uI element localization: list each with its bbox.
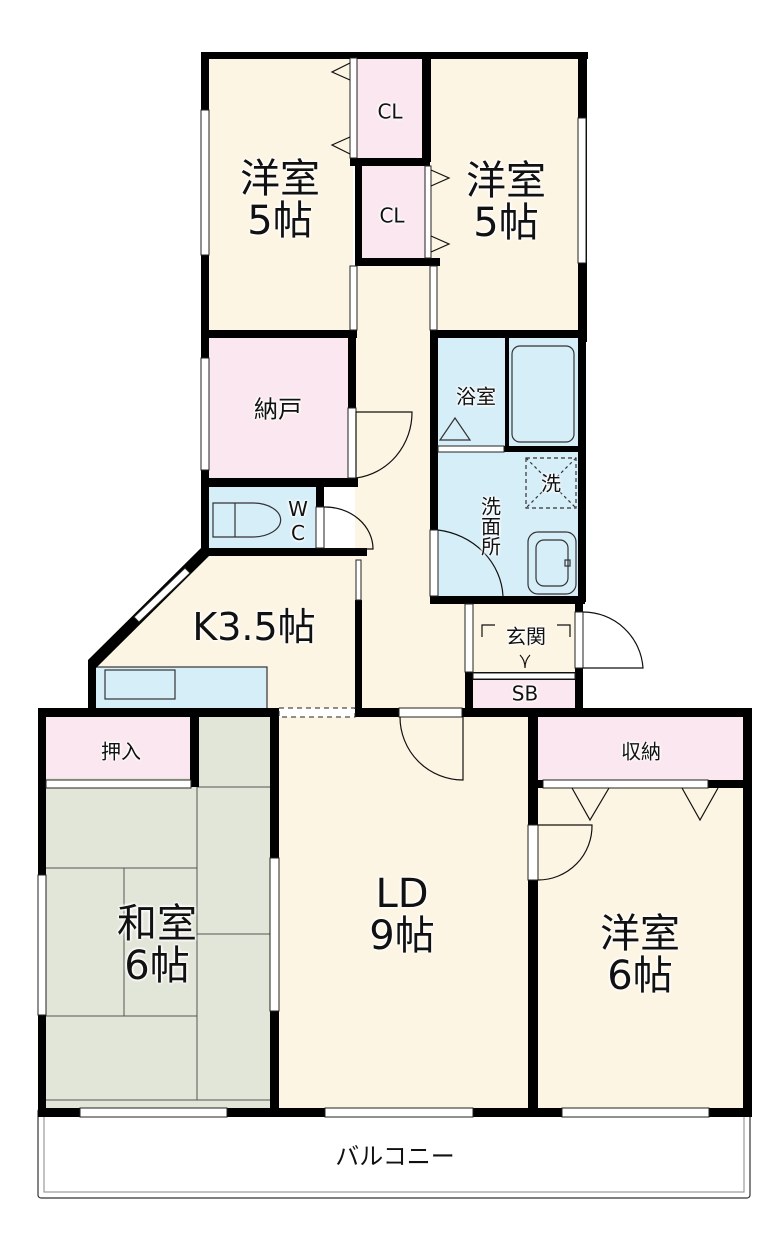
- room-label-western-nw: 洋室 5帖: [240, 156, 320, 244]
- room-label-balcony: バルコニー: [335, 1142, 455, 1171]
- windows: [37, 57, 710, 1118]
- room-label-closet-1: CL: [377, 99, 403, 124]
- room-label-entrance: 玄関: [506, 624, 546, 649]
- bathtub-icon: [511, 345, 575, 443]
- door-swings: [323, 62, 719, 881]
- washer-pan-icon: [525, 457, 577, 509]
- room-label-storeroom: 納戸: [254, 395, 302, 424]
- room-label-western-ne: 洋室 5帖: [466, 158, 546, 246]
- tatami-lines: [44, 786, 272, 1101]
- kitchen-counter-icon: [94, 666, 268, 710]
- kitchen-opening: [278, 707, 356, 718]
- room-label-kitchen: K3.5帖: [192, 605, 316, 650]
- room-label-toilet: WC: [286, 497, 310, 545]
- room-label-shoe-box: SB: [511, 681, 539, 706]
- toilet-icon: [212, 502, 282, 538]
- sink-icon: [527, 531, 577, 595]
- entrance-step: [472, 672, 576, 680]
- fixtures: [94, 345, 577, 710]
- room-label-washroom: 洗面所: [477, 496, 502, 556]
- kitchen-window: [133, 567, 191, 623]
- room-label-oshiire: 押入: [101, 739, 141, 764]
- balcony: [37, 1107, 751, 1199]
- room-label-western-se: 洋室 6帖: [600, 911, 680, 999]
- room-label-japanese-room: 和室 6帖: [117, 901, 197, 989]
- room-label-living-dining: LD 9帖: [369, 871, 435, 959]
- room-label-storage-se: 収納: [621, 739, 661, 764]
- room-label-closet-2: CL: [379, 203, 405, 228]
- room-label-washer: 洗: [541, 471, 561, 496]
- room-label-bathroom: 浴室: [456, 384, 496, 409]
